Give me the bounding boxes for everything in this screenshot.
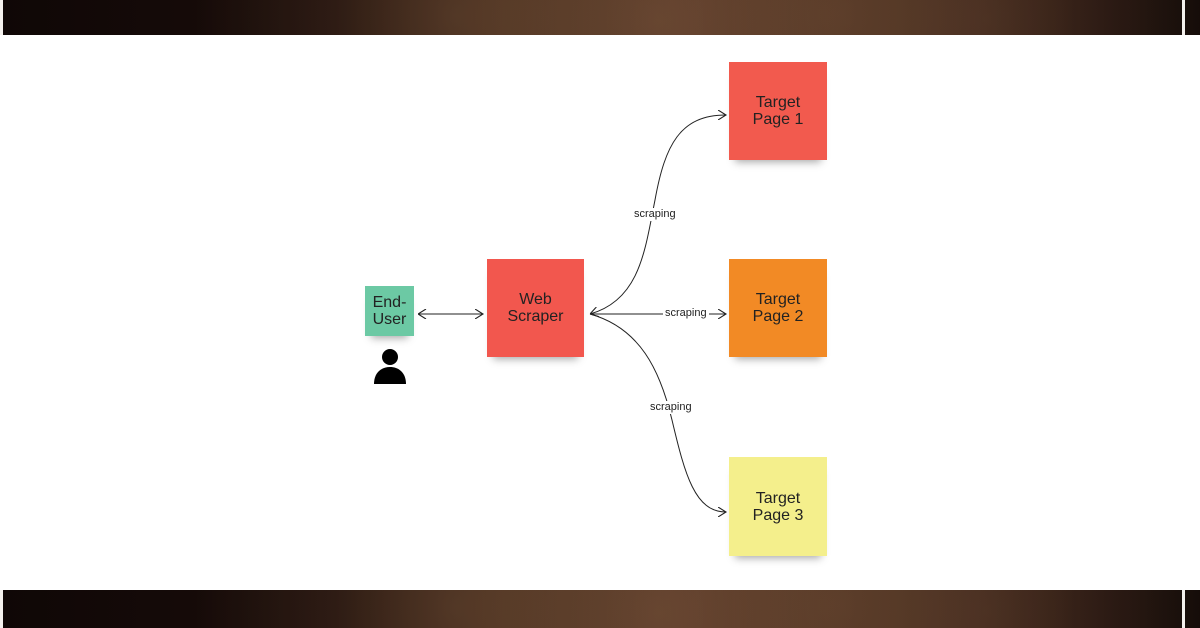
node-target-page-2[interactable]: Target Page 2 <box>729 259 827 357</box>
node-target-page-1[interactable]: Target Page 1 <box>729 62 827 160</box>
node-target-3-line1: Target <box>755 489 801 507</box>
node-target-1-line2: Page 1 <box>752 111 804 128</box>
node-end-user-line1: End- <box>372 294 407 311</box>
node-target-2-line1: Target <box>755 291 801 308</box>
bottom-photo-band <box>0 590 1200 628</box>
node-web-scraper[interactable]: Web Scraper <box>487 259 584 357</box>
node-web-scraper-line2: Scraper <box>507 308 564 325</box>
node-web-scraper-line1: Web <box>519 291 552 308</box>
connector-scraper-target-3 <box>589 313 726 512</box>
node-target-page-3[interactable]: Target Page 3 <box>729 457 827 556</box>
node-target-3-line2: Page 3 <box>752 506 804 524</box>
edge-label-scraping-3: scraping <box>648 401 694 414</box>
connector-scraper-target-1 <box>590 115 726 314</box>
edge-label-scraping-2: scraping <box>663 307 709 320</box>
node-end-user-line2: User <box>372 311 407 328</box>
top-photo-band <box>0 0 1200 35</box>
node-end-user[interactable]: End- User <box>365 286 414 336</box>
edge-label-scraping-1: scraping <box>632 208 678 221</box>
node-target-2-line2: Page 2 <box>752 308 804 325</box>
node-target-1-line1: Target <box>755 94 801 111</box>
person-icon <box>374 349 406 384</box>
